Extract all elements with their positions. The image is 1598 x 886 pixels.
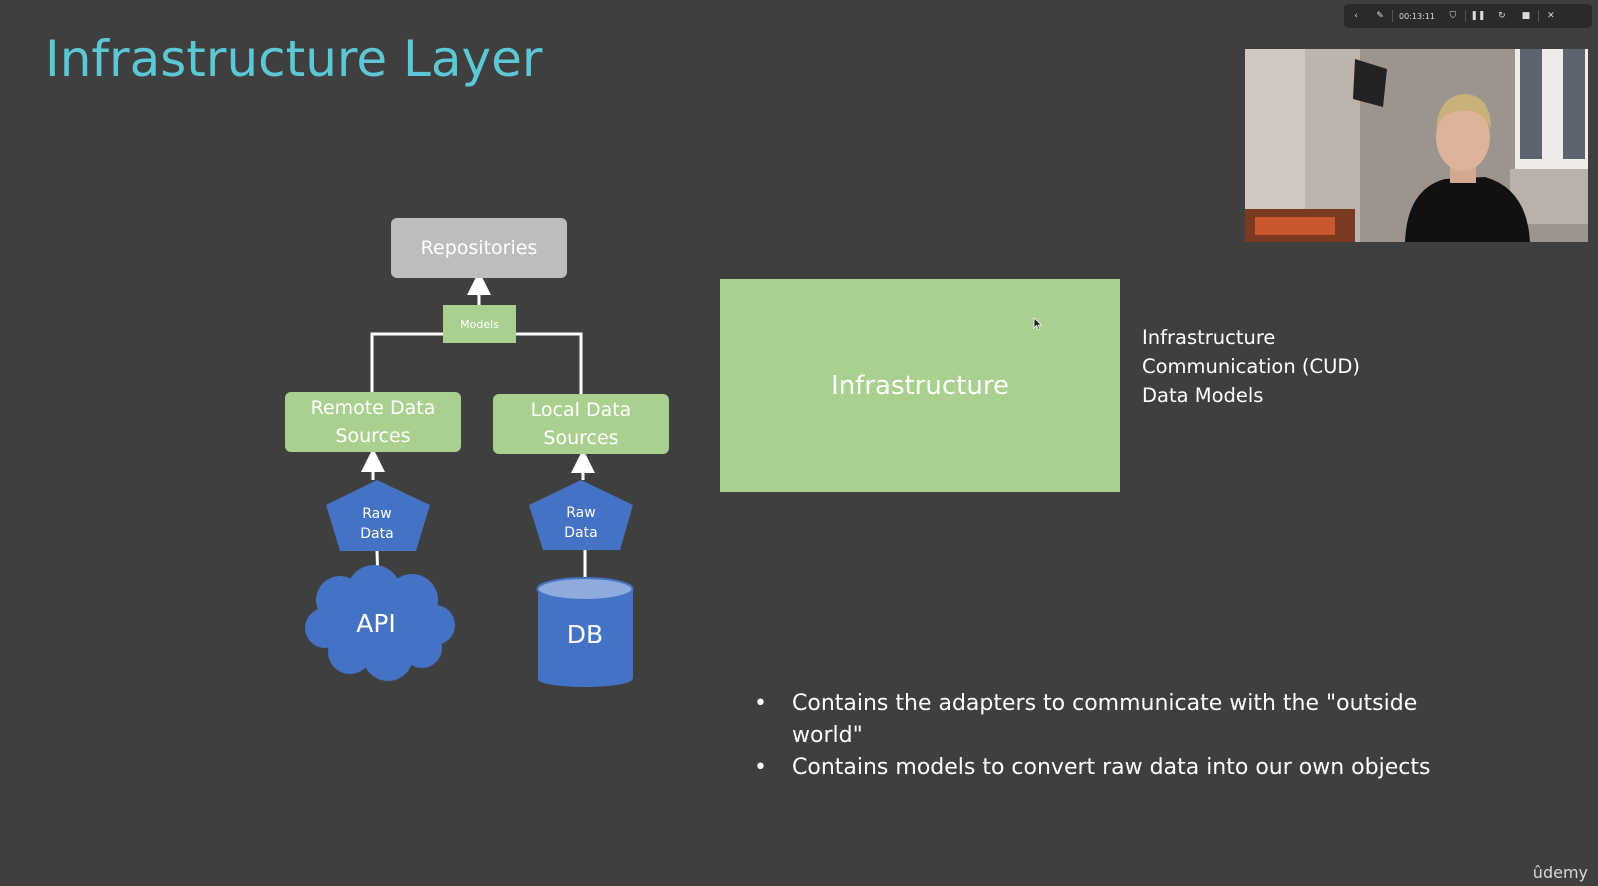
infrastructure-layer-label: Infrastructure: [831, 370, 1009, 401]
draw-button[interactable]: ✎: [1368, 4, 1392, 28]
api-cloud: [305, 565, 455, 681]
responsibility-item: Infrastructure: [1142, 326, 1276, 349]
close-icon: ✕: [1547, 11, 1555, 21]
close-button[interactable]: ✕: [1539, 4, 1563, 28]
recording-timer: 00:13:11: [1399, 11, 1435, 21]
webcam-image: [1245, 49, 1588, 242]
toolbar-divider: [1464, 10, 1466, 22]
toolbar-divider: [1537, 10, 1539, 22]
udemy-watermark: ûdemy: [1532, 863, 1588, 882]
recorder-toolbar: ‹ ✎ 00:13:11 ⛉ ❚❚ ↻ ■ ✕: [1344, 4, 1592, 28]
stop-button[interactable]: ■: [1514, 4, 1538, 28]
restart-icon: ↻: [1498, 11, 1506, 21]
db-label: DB: [566, 620, 604, 649]
mouse-cursor-icon: [1033, 317, 1043, 331]
repositories-box: Repositories: [391, 218, 567, 278]
pause-icon: ❚❚: [1470, 11, 1486, 21]
bullet-dot: •: [754, 691, 767, 716]
local-data-sources-box: Local Data Sources: [493, 394, 669, 454]
infrastructure-layer-box: Infrastructure: [720, 279, 1120, 492]
local-data-sources-label: Local Data Sources: [530, 399, 632, 449]
remote-data-sources-label: Remote Data Sources: [310, 397, 436, 447]
bullet-item: • Contains models to convert raw data in…: [752, 752, 1432, 784]
bullet-list: • Contains the adapters to communicate w…: [752, 688, 1432, 784]
db-cylinder: [536, 577, 634, 687]
raw-data-pentagon-right: [529, 480, 633, 550]
shield-icon: ⛉: [1449, 11, 1457, 21]
responsibility-item: Data Models: [1142, 384, 1264, 407]
raw-data-label-right: Raw Data: [564, 505, 598, 541]
chevron-left-icon: ‹: [1354, 11, 1358, 21]
collapse-button[interactable]: ‹: [1344, 4, 1368, 28]
slide-title: Infrastructure Layer: [45, 30, 543, 88]
toolbar-divider: [1392, 10, 1393, 22]
stop-icon: ■: [1521, 11, 1531, 21]
bullet-item: • Contains the adapters to communicate w…: [752, 688, 1432, 752]
raw-data-pentagon-left: [326, 480, 430, 551]
remote-data-sources-box: Remote Data Sources: [285, 392, 461, 452]
webcam-video: [1245, 49, 1588, 242]
shield-button[interactable]: ⛉: [1441, 4, 1465, 28]
raw-data-label-left: Raw Data: [360, 506, 394, 542]
bullet-text: Contains the adapters to communicate wit…: [792, 691, 1418, 748]
pencil-icon: ✎: [1376, 11, 1384, 21]
bullet-text: Contains models to convert raw data into…: [792, 755, 1431, 780]
responsibility-item: Communication (CUD): [1142, 355, 1361, 378]
bullet-dot: •: [754, 755, 767, 780]
models-box: Models: [443, 305, 516, 343]
api-label: API: [356, 609, 396, 638]
layer-responsibilities: Infrastructure Communication (CUD) Data …: [1142, 323, 1360, 410]
pause-button[interactable]: ❚❚: [1466, 4, 1490, 28]
restart-button[interactable]: ↻: [1490, 4, 1514, 28]
